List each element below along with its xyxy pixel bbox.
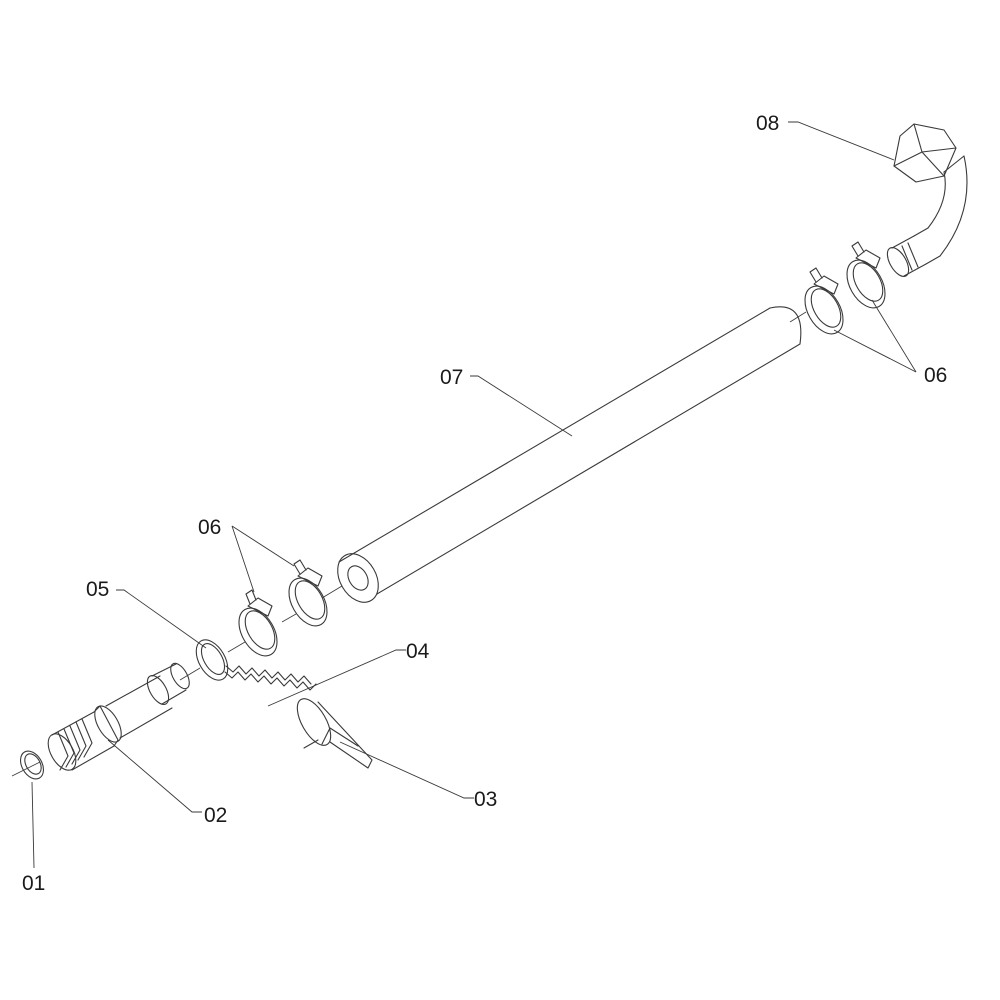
label-part-03: 03 [474,788,497,811]
part-05-washer [195,639,229,681]
assembly-axis [11,311,807,777]
leader-lines [31,121,917,869]
part-04-spring [224,665,317,691]
leader-06-left-a [231,525,295,567]
label-part-07: 07 [440,366,463,389]
leader-02 [107,739,202,813]
part-06-hose-clamp-right-1 [804,267,844,335]
label-part-02: 02 [204,804,227,827]
label-part-04: 04 [406,640,430,663]
label-part-06-right: 06 [924,364,947,387]
leader-06-right-b [833,329,917,373]
leader-03 [339,741,474,799]
part-labels: 01 02 03 04 05 06 06 07 08 [22,112,947,895]
leader-06-right-a [871,299,917,373]
leader-04 [267,649,406,707]
part-01-o-ring [19,750,45,780]
part-02-threaded-fitting [47,662,190,771]
label-part-05: 05 [86,578,109,601]
part-03-wire-clip [296,698,373,769]
part-08-elbow-fitting [886,123,968,277]
leader-07 [470,375,573,437]
part-06-hose-clamp-right-2 [846,241,886,309]
label-part-08: 08 [756,112,779,135]
label-part-06-left: 06 [198,516,221,539]
leader-01 [31,781,35,869]
leader-05 [116,589,207,649]
part-06-hose-clamp-left-1 [238,589,278,657]
part-06-hose-clamp-left-2 [288,559,328,627]
part-07-hose [337,306,802,603]
label-part-01: 01 [22,872,45,895]
leader-08 [788,121,895,161]
leader-06-left-b [231,525,255,593]
